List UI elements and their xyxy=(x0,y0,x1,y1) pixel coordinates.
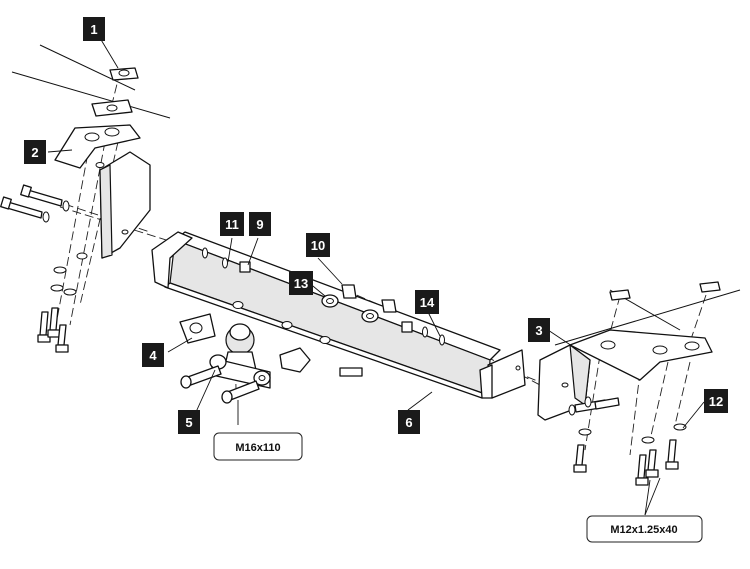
top-plate-6 xyxy=(11,44,171,119)
spec-label-ball-bolt: M16x110 xyxy=(213,432,303,461)
svg-text:13: 13 xyxy=(294,276,308,291)
svg-text:6: 6 xyxy=(405,415,412,430)
svg-text:2: 2 xyxy=(31,145,38,160)
left-bottom-bolts xyxy=(37,266,77,353)
center-fasteners xyxy=(202,247,445,346)
svg-text:M16x110: M16x110 xyxy=(235,442,280,454)
callout-2: 2 xyxy=(24,140,46,164)
svg-text:4: 4 xyxy=(149,348,157,363)
spec-label-bracket-bolt: M12x1.25x40 xyxy=(586,515,703,543)
right-side-bolts xyxy=(568,396,687,486)
svg-text:3: 3 xyxy=(535,323,542,338)
svg-text:12: 12 xyxy=(709,394,723,409)
assembly-dash-lines xyxy=(39,71,707,456)
svg-text:9: 9 xyxy=(256,217,263,232)
svg-text:11: 11 xyxy=(225,217,239,232)
crossbar-1 xyxy=(151,231,526,399)
callout-13: 13 xyxy=(289,271,313,295)
callout-14: 14 xyxy=(415,290,439,314)
callout-11: 11 xyxy=(220,212,244,236)
callout-3: 3 xyxy=(528,318,550,342)
callout-6: 1 xyxy=(83,17,105,41)
leader-lines xyxy=(47,37,705,516)
svg-text:1: 1 xyxy=(90,22,97,37)
callout-9: 9 xyxy=(249,212,271,236)
right-bracket-3 xyxy=(537,281,741,421)
left-bracket-2 xyxy=(54,124,151,259)
callout-10: 10 xyxy=(306,233,330,257)
towball-bolts-5 xyxy=(180,365,260,404)
svg-text:M12x1.25x40: M12x1.25x40 xyxy=(610,524,677,536)
left-side-bolts xyxy=(0,184,88,260)
svg-text:10: 10 xyxy=(311,238,325,253)
callout-4: 4 xyxy=(142,343,164,367)
callout-1: 6 xyxy=(398,410,420,434)
callout-5: 5 xyxy=(178,410,200,434)
svg-text:5: 5 xyxy=(185,415,192,430)
svg-text:14: 14 xyxy=(420,295,435,310)
callout-12: 12 xyxy=(704,389,728,413)
